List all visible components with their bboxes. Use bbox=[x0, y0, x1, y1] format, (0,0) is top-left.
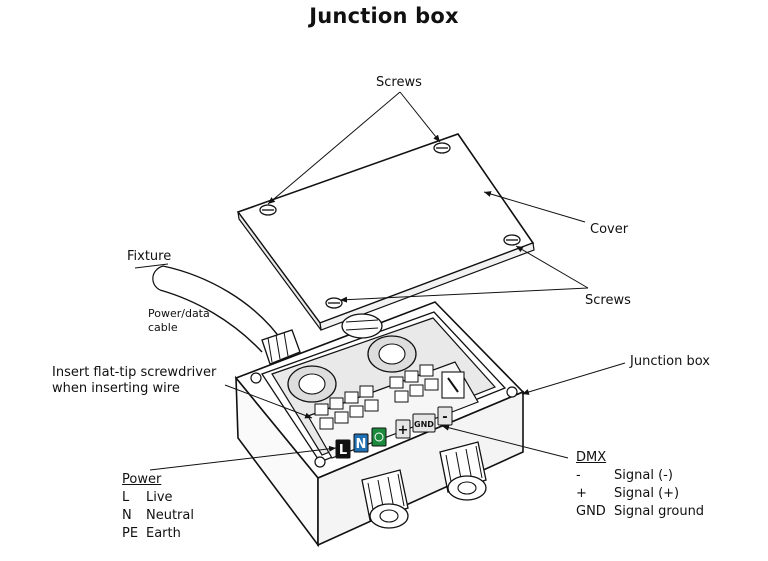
terminal-gnd-label: GND bbox=[414, 420, 434, 429]
terminal-live-label: L bbox=[339, 443, 347, 458]
dmx-legend-row: GND Signal ground bbox=[576, 503, 704, 521]
cable-gland-fixture bbox=[261, 329, 301, 365]
box-corner-screw-1 bbox=[250, 372, 262, 384]
terminal-earth bbox=[371, 427, 387, 447]
label-cover: Cover bbox=[590, 222, 629, 237]
terminal-plus-label: + bbox=[398, 423, 409, 438]
cable-gland-bottom-1 bbox=[361, 469, 409, 529]
cover-screw-3 bbox=[503, 234, 521, 246]
power-legend-value: Earth bbox=[146, 526, 181, 541]
dmx-legend-key: - bbox=[576, 468, 581, 483]
label-fixture: Fixture bbox=[127, 249, 172, 264]
power-legend-value: Neutral bbox=[146, 508, 194, 523]
diagram-title: Junction box bbox=[309, 4, 459, 28]
dmx-legend-value: Signal (-) bbox=[614, 468, 673, 483]
power-legend-row: N Neutral bbox=[122, 507, 194, 525]
dmx-legend-row: - Signal (-) bbox=[576, 467, 704, 485]
terminal-plus bbox=[395, 419, 411, 439]
leader-screws-right-2 bbox=[339, 287, 589, 303]
dmx-legend-heading: DMX bbox=[576, 450, 607, 465]
power-legend-row: PE Earth bbox=[122, 525, 194, 543]
power-legend-key: N bbox=[122, 508, 132, 523]
internal-port-2 bbox=[367, 335, 417, 373]
leader-junction-box bbox=[521, 362, 626, 395]
dmx-legend-key: + bbox=[576, 486, 587, 501]
terminal-neutral-label: N bbox=[356, 437, 367, 452]
box-corner-screw-3 bbox=[314, 456, 326, 468]
label-screwdriver-line2: when inserting wire bbox=[52, 381, 180, 396]
label-cable-line2: cable bbox=[148, 321, 178, 334]
dmx-legend-key: GND bbox=[576, 504, 606, 519]
label-screwdriver-line1: Insert flat-tip screwdriver bbox=[52, 365, 217, 380]
power-legend-value: Live bbox=[146, 490, 173, 505]
leader-dmx bbox=[441, 424, 569, 459]
label-screws-right: Screws bbox=[585, 293, 631, 308]
power-legend-key: PE bbox=[122, 526, 139, 541]
terminal-gnd bbox=[412, 413, 436, 433]
cable-gland-top bbox=[341, 313, 383, 339]
terminal-block bbox=[307, 361, 479, 459]
power-legend: Power L Live N Neutral PE Earth bbox=[122, 471, 194, 543]
dmx-legend-value: Signal ground bbox=[614, 504, 705, 519]
power-legend-heading: Power bbox=[122, 472, 162, 487]
leader-cover bbox=[483, 191, 586, 223]
cover-screw-1 bbox=[259, 204, 277, 216]
label-junction-box: Junction box bbox=[630, 354, 710, 369]
terminal-minus-label: - bbox=[442, 410, 447, 425]
terminal-live bbox=[335, 439, 351, 459]
leader-fixture bbox=[134, 263, 169, 269]
terminal-neutral bbox=[353, 433, 369, 453]
power-legend-key: L bbox=[122, 490, 130, 505]
leader-screws-right-1 bbox=[515, 245, 589, 289]
box-corner-screw-2 bbox=[506, 386, 518, 398]
dmx-legend-value: Signal (+) bbox=[614, 486, 680, 501]
label-screws-top: Screws bbox=[376, 75, 422, 90]
leader-power bbox=[149, 445, 337, 471]
leader-screws-top-1 bbox=[267, 91, 401, 205]
internal-port-1 bbox=[287, 365, 337, 403]
dmx-legend: DMX - Signal (-) + Signal (+) GND Signal gr… bbox=[576, 449, 704, 521]
label-cable-line1: Power/data bbox=[148, 307, 210, 320]
power-data-cable bbox=[152, 265, 286, 353]
cover-plate bbox=[236, 133, 535, 331]
leader-screwdriver bbox=[224, 384, 313, 419]
leader-screws-top-2 bbox=[399, 91, 441, 143]
cover-screw-2 bbox=[433, 142, 451, 154]
power-legend-row: L Live bbox=[122, 489, 194, 507]
cable-gland-bottom-2 bbox=[439, 441, 487, 501]
cover-screw-4 bbox=[325, 297, 343, 309]
dmx-legend-row: + Signal (+) bbox=[576, 485, 704, 503]
